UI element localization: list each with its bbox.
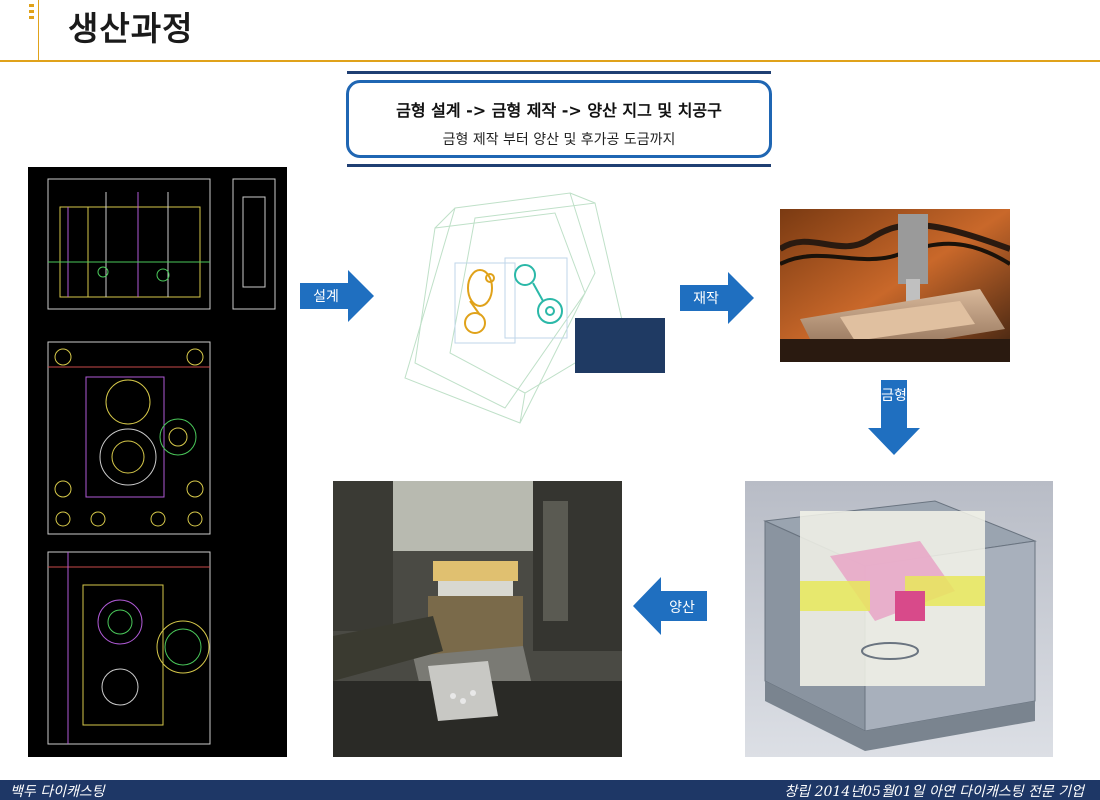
arrow-make-label: 재작 [693, 291, 719, 307]
arrow-design: 설계 [300, 270, 374, 322]
arrow-mold: 금형 [868, 380, 920, 455]
arrow-mold-label: 금형 [881, 388, 907, 404]
process-summary-title: 금형 설계 -> 금형 제작 -> 양산 지그 및 치공구 [396, 101, 722, 120]
arrow-mass: 양산 [633, 577, 707, 635]
cad-drawing-image [28, 167, 287, 757]
process-summary-box: 금형 설계 -> 금형 제작 -> 양산 지그 및 치공구 금형 제작 부터 양… [346, 80, 772, 158]
header-divider [38, 0, 39, 60]
info-bottom-line [347, 164, 771, 167]
mass-production-image [333, 481, 622, 757]
footer-company: 백두 다이캐스팅 [10, 784, 105, 800]
header-rule [0, 60, 1100, 62]
mold-3d-image [745, 481, 1053, 757]
header-accent-dots [29, 4, 34, 22]
arrow-make: 재작 [680, 272, 754, 324]
footer-bar: 백두 다이캐스팅 창립 2014년05월01일 아연 다이캐스팅 전문 기업 [0, 780, 1100, 800]
page-title: 생산과정 [68, 9, 194, 48]
arrow-mass-label: 양산 [669, 600, 695, 616]
process-summary-subtitle: 금형 제작 부터 양산 및 후가공 도금까지 [442, 132, 676, 148]
design-3d-image [395, 183, 670, 428]
footer-tagline: 창립 2014년05월01일 아연 다이캐스팅 전문 기업 [784, 784, 1084, 800]
mold-machining-image [780, 209, 1010, 362]
info-top-line [347, 71, 771, 74]
arrow-design-label: 설계 [313, 289, 339, 305]
